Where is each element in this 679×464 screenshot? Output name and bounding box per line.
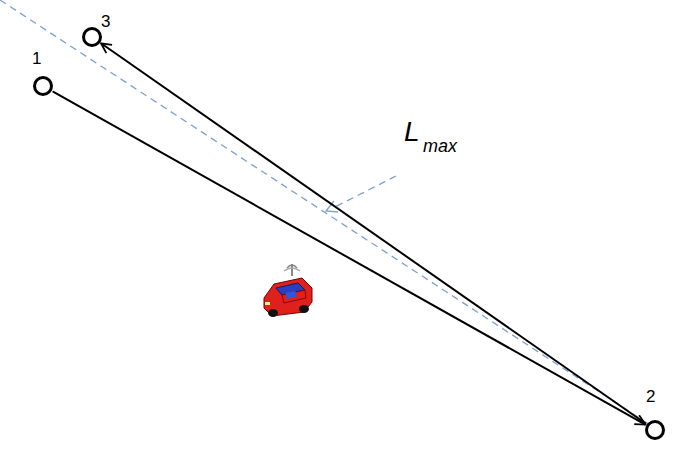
dashed-reference-line xyxy=(0,0,650,425)
car-icon xyxy=(264,264,312,317)
length-subscript: max xyxy=(423,136,457,157)
path-arrow xyxy=(101,43,646,423)
waypoint-circle: 3 xyxy=(82,27,102,47)
point-number: 1 xyxy=(32,50,46,67)
waypoint-circle: 1 xyxy=(33,76,53,96)
point-number: 2 xyxy=(646,388,660,405)
leader-line xyxy=(333,176,396,208)
path-arrow xyxy=(53,91,646,424)
waypoint-circle: 2 xyxy=(645,420,665,440)
point-number: 3 xyxy=(101,13,115,30)
length-symbol: L xyxy=(404,116,420,148)
